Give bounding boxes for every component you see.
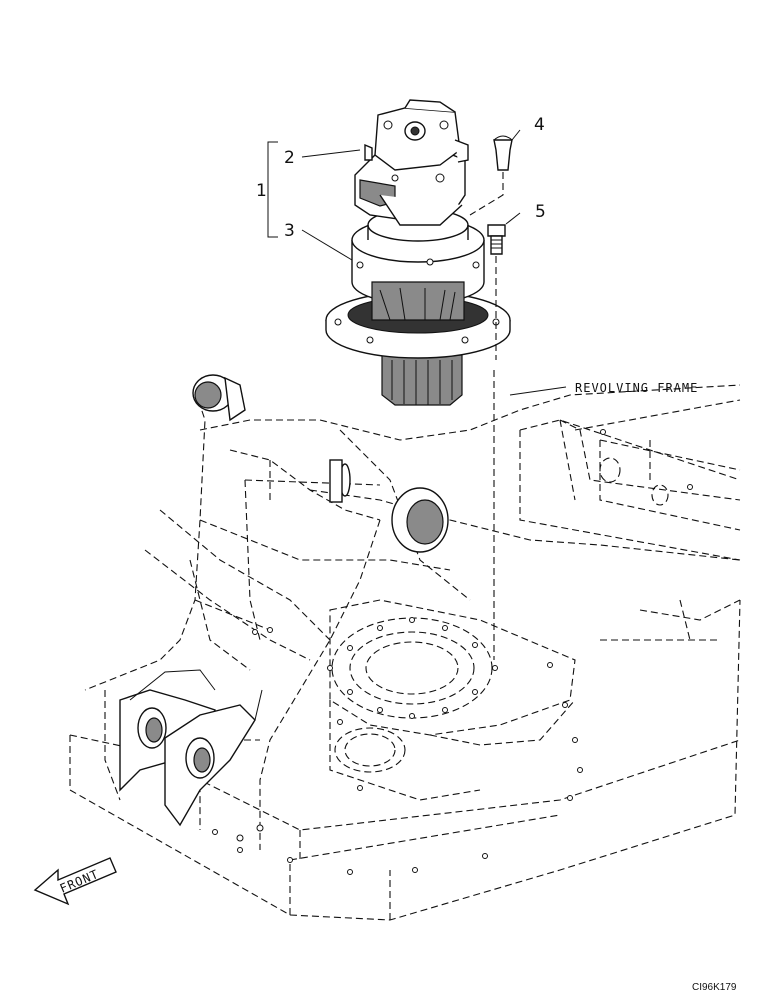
callout-3: 3 xyxy=(284,221,295,241)
swing-motor-assembly xyxy=(325,99,511,406)
frame-mount-holes xyxy=(212,429,693,875)
bolt-part-4 xyxy=(469,135,513,216)
callout-4: 4 xyxy=(534,115,545,135)
revolving-frame xyxy=(69,384,741,921)
figure-code: CI96K179 xyxy=(692,982,737,993)
front-brackets xyxy=(119,669,263,827)
bolt-part-5 xyxy=(487,224,506,660)
callout-leaders xyxy=(267,129,567,396)
boom-foot-bosses xyxy=(192,374,449,553)
revolving-frame-label: REVOLVING FRAME xyxy=(575,381,698,395)
callout-1: 1 xyxy=(256,181,267,201)
callout-5: 5 xyxy=(535,202,546,222)
front-direction-arrow: FRONT xyxy=(33,857,117,906)
callout-2: 2 xyxy=(284,148,295,168)
